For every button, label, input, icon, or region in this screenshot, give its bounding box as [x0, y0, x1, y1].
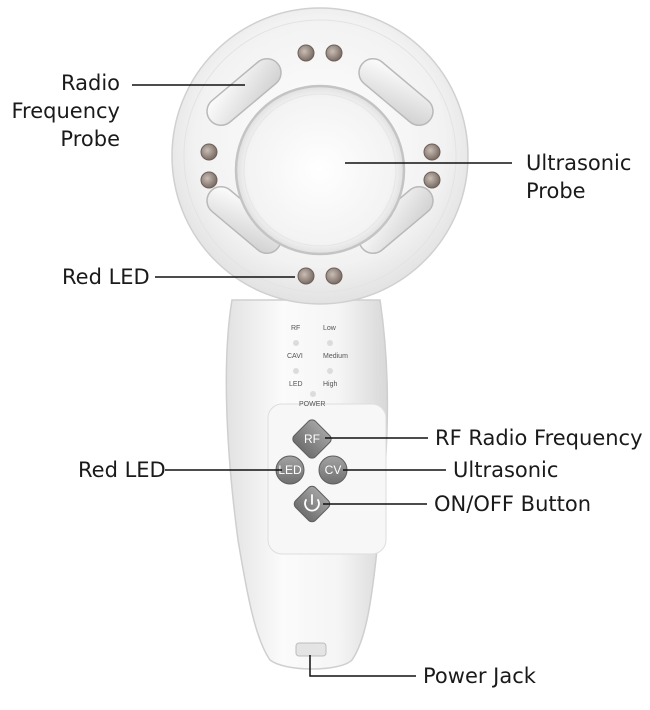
label-red-led-button: Red LED — [78, 458, 166, 482]
label-ultrasonic-probe: Ultrasonic Probe — [526, 149, 631, 205]
cv-button-label: CV — [325, 463, 342, 477]
leader-lines — [132, 84, 512, 677]
indicator-power: POWER — [299, 401, 325, 408]
indicator-panel: RF Low CAVI Medium LED High POWER — [287, 325, 348, 408]
head-leds — [200, 44, 441, 285]
indicator-high: High — [323, 381, 338, 388]
label-on-off-button: ON/OFF Button — [434, 492, 592, 516]
rf-electrodes — [206, 57, 434, 255]
indicator-cavi: CAVI — [287, 353, 303, 360]
label-ultrasonic-probe-line2: Probe — [526, 179, 586, 203]
indicator-medium: Medium — [323, 353, 348, 360]
label-radio-frequency-probe: Radio Frequency Probe — [10, 69, 121, 153]
indicator-rf: RF — [291, 325, 300, 332]
rf-button[interactable]: RF — [291, 418, 333, 460]
led-button[interactable]: LED — [275, 455, 305, 485]
indicator-led: LED — [289, 381, 303, 388]
label-rf-probe-line1: Radio — [60, 71, 120, 95]
label-power-jack: Power Jack — [423, 664, 536, 688]
label-rf-probe-line2: Frequency — [11, 99, 121, 123]
power-jack — [295, 642, 327, 657]
indicator-low: Low — [323, 325, 337, 332]
power-icon — [304, 494, 320, 512]
label-red-led-top: Red LED — [62, 265, 150, 289]
label-rf-probe-line3: Probe — [60, 127, 120, 151]
rf-button-label: RF — [304, 432, 320, 446]
label-ultrasonic-probe-line1: Ultrasonic — [526, 151, 632, 175]
label-ultrasonic: Ultrasonic — [453, 458, 559, 482]
label-rf-radio-frequency: RF Radio Frequency — [435, 426, 643, 450]
ultrasonic-probe — [234, 84, 406, 256]
cv-button[interactable]: CV — [318, 455, 348, 485]
leader-power-jack — [309, 655, 416, 677]
power-button[interactable] — [292, 484, 332, 524]
led-button-label: LED — [278, 463, 302, 477]
